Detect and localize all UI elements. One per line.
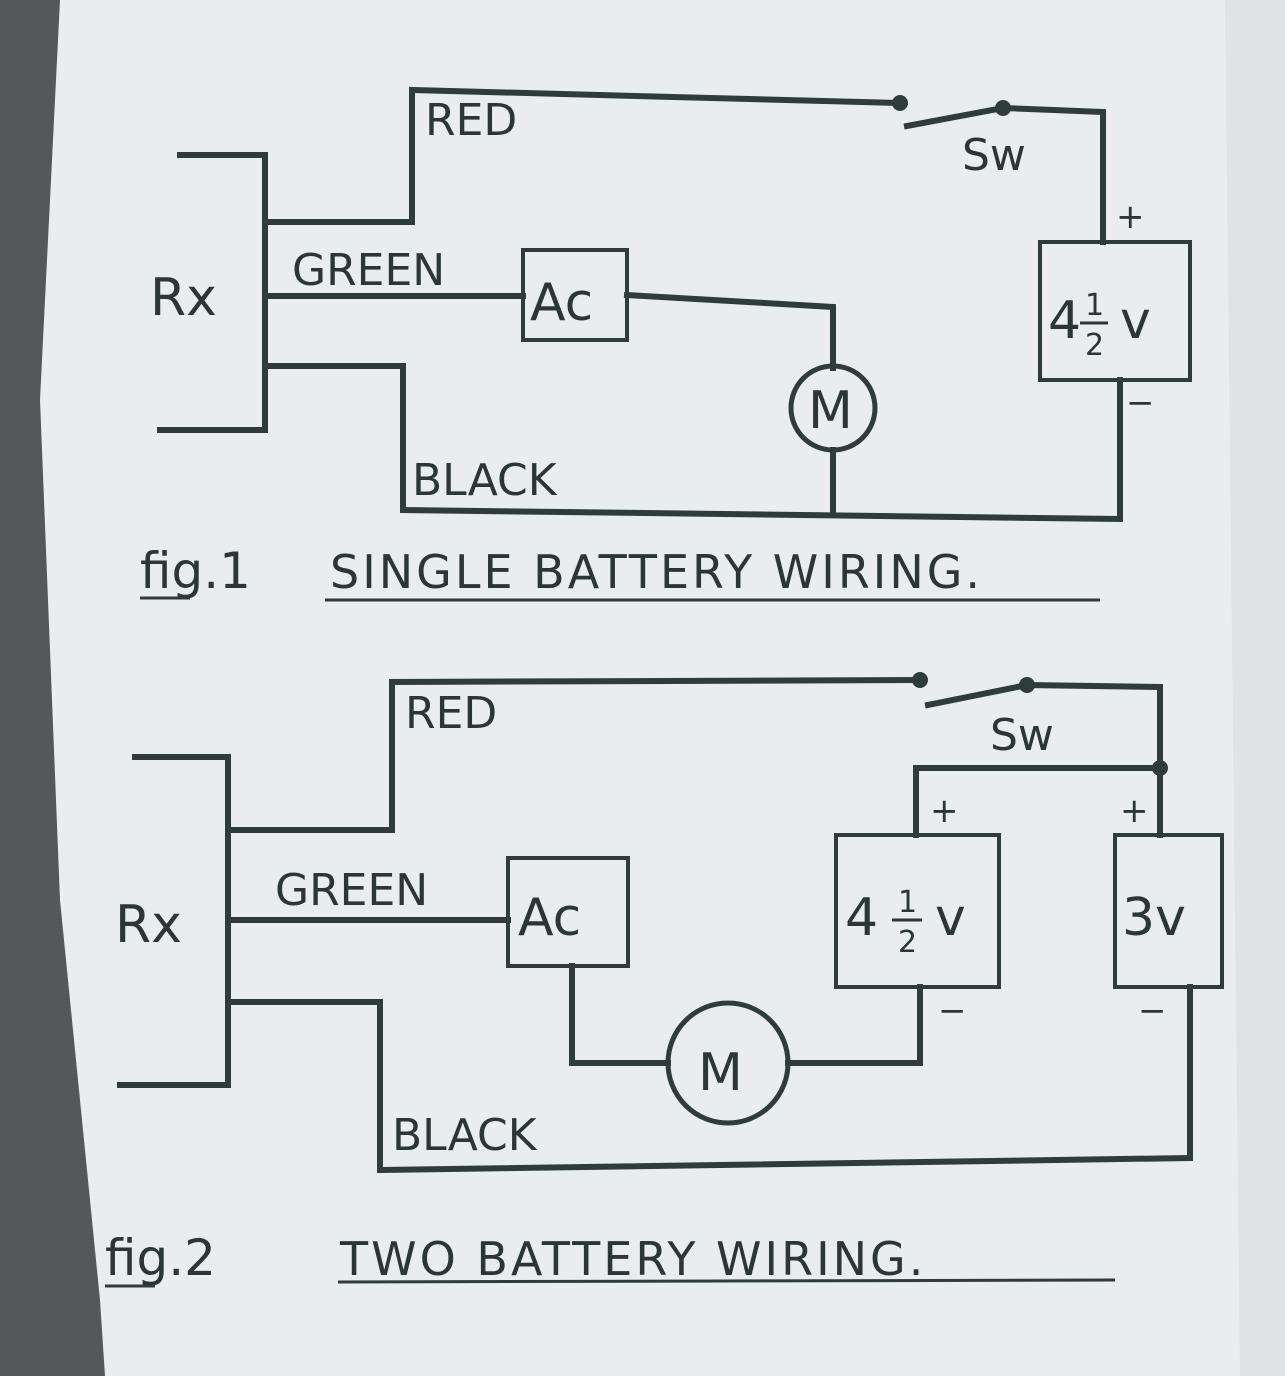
fig2-black-wire — [225, 984, 1193, 1174]
fig1-motor-label: M — [808, 381, 853, 441]
paper-shadow — [1225, 0, 1285, 1376]
fig2-accessory-label: Ac — [518, 888, 581, 948]
fig2-accessory-box — [506, 856, 630, 968]
svg-text:2: 2 — [898, 925, 917, 960]
fig2-red-wire — [225, 676, 924, 833]
fig1-switch-contact — [892, 95, 908, 111]
fig1-switch-to-battery-wire — [999, 104, 1106, 245]
fig1-battery-label: 4 1 2 v — [1048, 288, 1151, 363]
fig2-accessory-to-motor-wire — [569, 963, 671, 1066]
fig1-accessory-label: Ac — [530, 273, 593, 333]
fig2-caption-title: TWO BATTERY WIRING. — [339, 1232, 926, 1286]
fig1-battery-box — [1038, 240, 1192, 382]
fig2-battery-b-minus: − — [1138, 991, 1167, 1031]
fig1-caption-prefix: fig.1 — [140, 542, 251, 600]
fig2-switch-label: Sw — [990, 710, 1054, 761]
fig1-receiver-label: Rx — [150, 268, 217, 328]
fig2-feed-battery-a — [913, 765, 1163, 838]
fig1-green-label: GREEN — [292, 245, 445, 296]
fig1-black-label: BLACK — [412, 455, 558, 506]
fig2-battery-a-minus: − — [938, 991, 967, 1031]
fig2-switch-contact — [912, 672, 928, 688]
fig2-red-label: RED — [405, 688, 497, 739]
figure-2-two-battery: Rx RED Sw 4 1 2 v + − 3v + − GREEN — [105, 672, 1224, 1288]
svg-text:1: 1 — [898, 885, 917, 920]
fig2-switch-lever — [924, 681, 1031, 709]
fig1-battery-minus: − — [1126, 383, 1155, 423]
svg-text:2: 2 — [1085, 328, 1104, 363]
fig2-caption-prefix: fig.2 — [105, 1229, 216, 1287]
fig2-motor-label: M — [698, 1043, 743, 1103]
svg-text:4: 4 — [1048, 291, 1081, 351]
fig2-battery-b-label: 3v — [1122, 888, 1186, 948]
fig2-caption-underline — [337, 1278, 1116, 1284]
svg-text:4: 4 — [845, 888, 878, 948]
svg-text:v: v — [935, 888, 966, 948]
fig1-red-wire — [262, 86, 904, 225]
svg-text:1: 1 — [1085, 288, 1104, 323]
fig2-battery-b-plus: + — [1120, 791, 1149, 831]
svg-text:v: v — [1120, 291, 1151, 351]
paper-background — [40, 0, 1285, 1376]
fig2-battery-b-box — [1113, 833, 1224, 989]
fig1-switch-lever — [903, 104, 1007, 130]
fig1-black-wire — [262, 363, 1123, 523]
fig1-red-label: RED — [425, 95, 517, 146]
fig2-motor-to-battery-a-wire — [785, 984, 923, 1066]
fig2-green-label: GREEN — [275, 865, 428, 916]
fig1-caption-title: SINGLE BATTERY WIRING. — [330, 545, 983, 599]
fig1-battery-plus: + — [1116, 197, 1145, 237]
fig1-receiver-bracket — [157, 152, 268, 433]
fig1-switch-label: Sw — [962, 130, 1026, 181]
fig1-accessory-to-motor-wire — [623, 291, 836, 371]
fig2-receiver-label: Rx — [115, 895, 182, 955]
fig2-black-label: BLACK — [392, 1110, 538, 1161]
figure-1-single-battery: Rx RED Sw 4 1 2 v + − GREEN Ac M — [140, 86, 1192, 602]
fig2-battery-a-plus: + — [930, 791, 959, 831]
fig2-switch-to-junction-wire — [1023, 681, 1163, 771]
fig2-battery-a-label: 4 1 2 v — [845, 885, 966, 960]
